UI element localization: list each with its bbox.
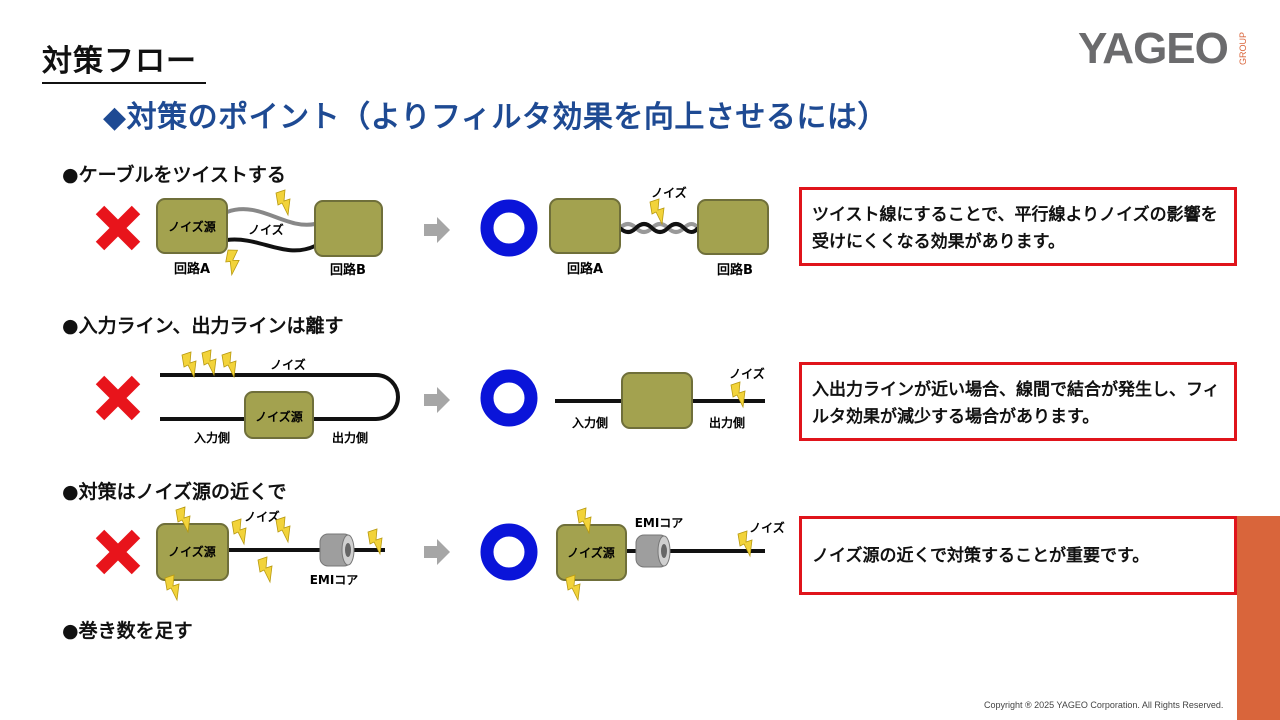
ok-circle-icon <box>487 376 531 420</box>
label-noise: ノイズ <box>270 357 306 372</box>
noise-source-box <box>156 523 229 581</box>
circuit-b-box <box>314 200 383 257</box>
heading-add-turns: ●巻き数を足す <box>62 620 193 642</box>
section-subtitle: ◆対策のポイント（よりフィルタ効果を向上させるには） <box>103 100 888 135</box>
wire-black <box>226 237 316 253</box>
circuit-a-box <box>156 198 228 254</box>
label-noise: ノイズ <box>248 222 284 237</box>
lightning-icon <box>730 381 746 408</box>
label-circuit-b: 回路B <box>717 262 753 278</box>
heading-twist-cable: ●ケーブルをツイストする <box>62 164 286 186</box>
label-emi-core: EMIコア <box>310 573 359 587</box>
ng-x-icon <box>100 380 136 416</box>
label-noise: ノイズ <box>729 366 765 381</box>
label-noise: ノイズ <box>749 520 785 535</box>
heading-separate-lines: ●入力ライン、出力ラインは離す <box>62 315 344 337</box>
yageo-logo: YAGEO <box>1078 24 1229 73</box>
label-noise-source: ノイズ源 <box>567 545 615 560</box>
label-output-side: 出力側 <box>332 430 368 445</box>
lightning-icon <box>257 556 273 583</box>
note-near-noise-source: ノイズ源の近くで対策することが重要です。 <box>799 516 1237 595</box>
ok-circle-icon <box>487 530 531 574</box>
wire-gray <box>226 207 316 227</box>
filter-box <box>621 372 693 429</box>
label-emi-core: EMIコア <box>635 516 684 530</box>
ng-x-icon <box>100 210 136 246</box>
arrow-right-icon <box>424 387 450 413</box>
copyright: Copyright ® 2025 YAGEO Corporation. All … <box>984 700 1224 710</box>
heading-near-noise-source: ●対策はノイズ源の近くで <box>62 481 287 503</box>
emi-core-icon <box>635 534 671 568</box>
label-noise: ノイズ <box>651 185 687 200</box>
label-input-side: 入力側 <box>572 415 608 430</box>
label-output-side: 出力側 <box>709 415 745 430</box>
brand-accent-bar <box>1237 516 1280 720</box>
arrow-right-icon <box>424 217 450 243</box>
page-title: 対策フロー <box>42 36 206 84</box>
noise-source-box <box>556 524 627 581</box>
note-twist-cable: ツイスト線にすることで、平行線よりノイズの影響を受けにくくなる効果があります。 <box>799 187 1237 266</box>
lightning-icon <box>275 516 291 543</box>
label-noise-source: ノイズ源 <box>168 544 216 559</box>
lightning-icon <box>649 198 665 225</box>
emi-core-icon <box>319 533 355 567</box>
ok-circle-icon <box>487 206 531 250</box>
arrow-right-icon <box>424 539 450 565</box>
lightning-icon <box>201 349 217 376</box>
twisted-wire-black <box>618 222 700 234</box>
label-noise-source: ノイズ源 <box>255 409 303 424</box>
noise-source-box <box>244 391 314 439</box>
ng-x-icon <box>100 534 136 570</box>
label-circuit-b: 回路B <box>330 262 366 278</box>
circuit-a-box <box>549 198 621 254</box>
label-circuit-a: 回路A <box>174 261 210 277</box>
label-circuit-a: 回路A <box>567 261 603 277</box>
label-noise: ノイズ <box>244 509 280 524</box>
looped-line <box>160 373 400 421</box>
circuit-b-box <box>697 199 769 255</box>
label-noise-source: ノイズ源 <box>168 219 216 234</box>
note-separate-lines: 入出力ラインが近い場合、線間で結合が発生し、フィルタ効果が減少する場合があります… <box>799 362 1237 441</box>
lightning-icon <box>275 189 291 216</box>
label-input-side: 入力側 <box>194 430 230 445</box>
